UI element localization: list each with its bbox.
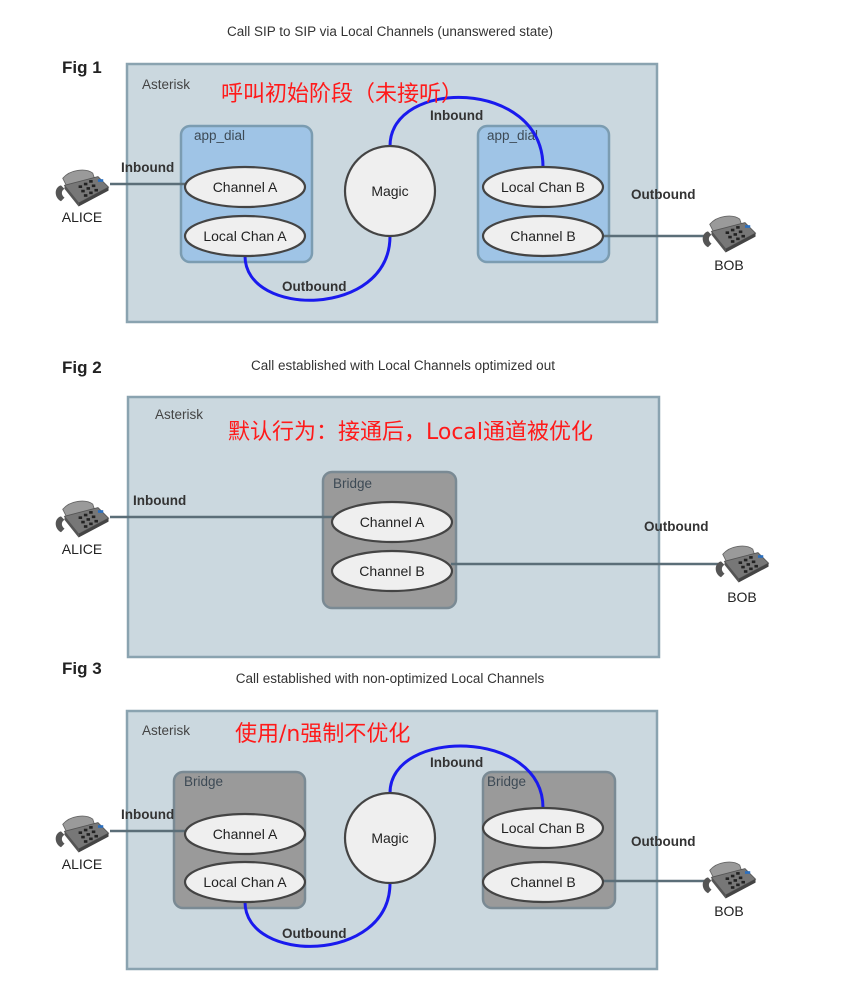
fig3-label: Fig 3: [62, 659, 102, 678]
local-chan-b-label: Local Chan B: [501, 179, 585, 195]
fig1-label: Fig 1: [62, 58, 102, 77]
fig3-title: Call established with non-optimized Loca…: [236, 671, 545, 686]
figure-3: Fig 3 Call established with non-optimize…: [55, 659, 756, 971]
inbound-label-left: Inbound: [121, 807, 174, 822]
bob-phone-icon: [715, 545, 769, 583]
alice-phone-icon: [55, 169, 109, 207]
magic-node: [343, 144, 437, 238]
bob-phone-icon: [702, 861, 756, 899]
alice-label: ALICE: [62, 541, 102, 557]
outbound-label: Outbound: [644, 519, 708, 534]
fig1-title: Call SIP to SIP via Local Channels (unan…: [227, 24, 553, 39]
local-outbound-link: [243, 235, 392, 302]
fig2-annotation: 默认行为：接通后，Local通道被优化: [228, 420, 593, 445]
figure-2: Fig 2 Call established with Local Channe…: [55, 358, 769, 659]
channel-a-label: Channel A: [213, 826, 278, 842]
magic-label: Magic: [371, 183, 408, 199]
local-chan-b-node: [481, 165, 605, 209]
bridge-label: Bridge: [333, 476, 372, 491]
outbound-label-right: Outbound: [631, 834, 695, 849]
inbound-label-left: Inbound: [121, 160, 174, 175]
outbound-label-right: Outbound: [631, 187, 695, 202]
local-inbound-link: [388, 744, 545, 809]
alice-label: ALICE: [62, 856, 102, 872]
outbound-label-mid: Outbound: [282, 279, 346, 294]
fig2-title: Call established with Local Channels opt…: [251, 358, 555, 373]
bridge-label-left: Bridge: [184, 774, 223, 789]
figure-1: Call SIP to SIP via Local Channels (unan…: [55, 24, 756, 324]
bob-label: BOB: [727, 589, 757, 605]
local-chan-a-label: Local Chan A: [203, 874, 287, 890]
bob-label: BOB: [714, 257, 744, 273]
asterisk-label: Asterisk: [142, 77, 190, 92]
channel-b-label: Channel B: [510, 228, 575, 244]
local-chan-b-label: Local Chan B: [501, 820, 585, 836]
local-inbound-link: [388, 95, 545, 168]
app-dial-label-right: app_dial: [487, 128, 538, 143]
local-chan-b-node: [481, 806, 605, 850]
fig3-annotation: 使用/n强制不优化: [235, 722, 410, 747]
inbound-label-top: Inbound: [430, 755, 483, 770]
local-chan-a-node: [183, 860, 307, 904]
channel-a-node: [183, 165, 307, 209]
channel-b-node: [481, 860, 605, 904]
asterisk-label: Asterisk: [142, 723, 190, 738]
bridge-label-right: Bridge: [487, 774, 526, 789]
channel-a-label: Channel A: [213, 179, 278, 195]
local-chan-a-node: [183, 214, 307, 258]
channel-b-label: Channel B: [510, 874, 575, 890]
magic-node: [343, 791, 437, 885]
asterisk-label: Asterisk: [155, 407, 203, 422]
channel-a-label: Channel A: [360, 514, 425, 530]
fig2-label: Fig 2: [62, 358, 102, 377]
inbound-label-top: Inbound: [430, 108, 483, 123]
channel-b-node: [330, 549, 454, 593]
channel-a-node: [183, 812, 307, 856]
alice-phone-icon: [55, 815, 109, 853]
app-dial-label-left: app_dial: [194, 128, 245, 143]
bob-phone-icon: [702, 215, 756, 253]
local-outbound-link: [243, 882, 392, 948]
alice-label: ALICE: [62, 209, 102, 225]
channel-a-node: [330, 500, 454, 544]
channel-b-node: [481, 214, 605, 258]
magic-label: Magic: [371, 830, 408, 846]
fig1-annotation: 呼叫初始阶段（未接听）: [221, 82, 463, 107]
channel-b-label: Channel B: [359, 563, 424, 579]
outbound-label-mid: Outbound: [282, 926, 346, 941]
bob-label: BOB: [714, 903, 744, 919]
local-chan-a-label: Local Chan A: [203, 228, 287, 244]
alice-phone-icon: [55, 500, 109, 538]
inbound-label: Inbound: [133, 493, 186, 508]
